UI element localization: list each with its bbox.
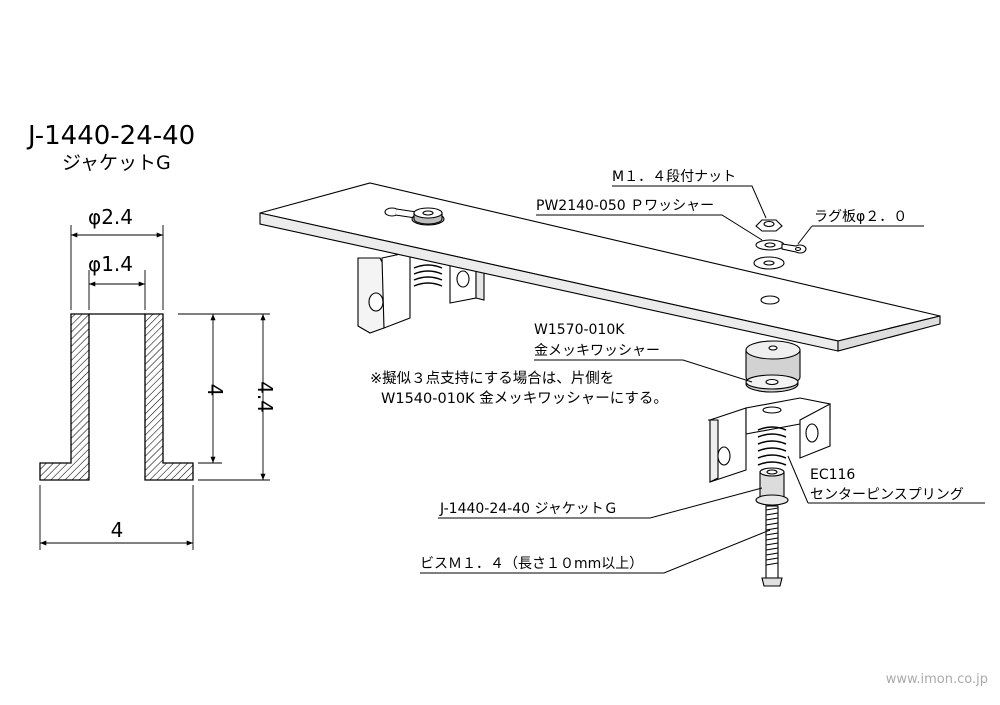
assembly-view (259, 182, 941, 587)
gold-washer-code-callout: W1570-010K (534, 322, 625, 338)
total-height-dimension: 4.4 (198, 313, 277, 481)
jacket-exploded (755, 467, 789, 506)
rear-nut-lug (384, 207, 445, 226)
outer-diameter-label: φ2.4 (88, 205, 133, 229)
screw-callout: ビスＭ１．４（長さ１０mm以上） (420, 556, 643, 572)
note-line-1: ※擬似３点支持にする場合は、片側を (370, 370, 614, 387)
note-line-2: W1540-010K 金メッキワッシャーにする。 (381, 390, 668, 407)
p-washer-callout: PW2140-050 Ｐワッシャー (536, 198, 714, 214)
footer-url[interactable]: www.imon.co.jp (886, 672, 988, 687)
inner-diameter-dimension: φ1.4 (88, 252, 146, 310)
part-name-title: ジャケットG (62, 152, 171, 174)
total-height-label: 4.4 (253, 381, 277, 413)
body-height-label: 4 (203, 384, 227, 397)
part-number-title: J-1440-24-40 (26, 121, 195, 151)
flange-width-label: 4 (111, 518, 124, 542)
body-height-dimension: 4 (178, 313, 227, 464)
leader-lines (420, 185, 985, 574)
inner-diameter-label: φ1.4 (88, 252, 133, 276)
spring-name-callout: センターピンスプリング (810, 487, 964, 503)
jacket-cross-section (39, 313, 194, 481)
outer-diameter-dimension: φ2.4 (70, 205, 164, 310)
lug-plate-exploded (755, 239, 807, 254)
nut-callout: M１．４段付ナット (612, 169, 736, 185)
jacket-callout: J-1440-24-40 ジャケットＧ (439, 501, 618, 517)
gold-washer-exploded (745, 374, 799, 393)
gold-washer-name-callout: 金メッキワッシャー (534, 343, 660, 359)
spring-code-callout: EC116 (810, 467, 855, 483)
flange-width-dimension: 4 (39, 485, 194, 550)
p-washer-exploded (753, 256, 785, 270)
lug-plate-callout: ラグ板φ２．０ (814, 209, 907, 225)
nut-exploded (755, 219, 783, 232)
front-bracket (708, 397, 831, 483)
screw-exploded (761, 505, 783, 587)
